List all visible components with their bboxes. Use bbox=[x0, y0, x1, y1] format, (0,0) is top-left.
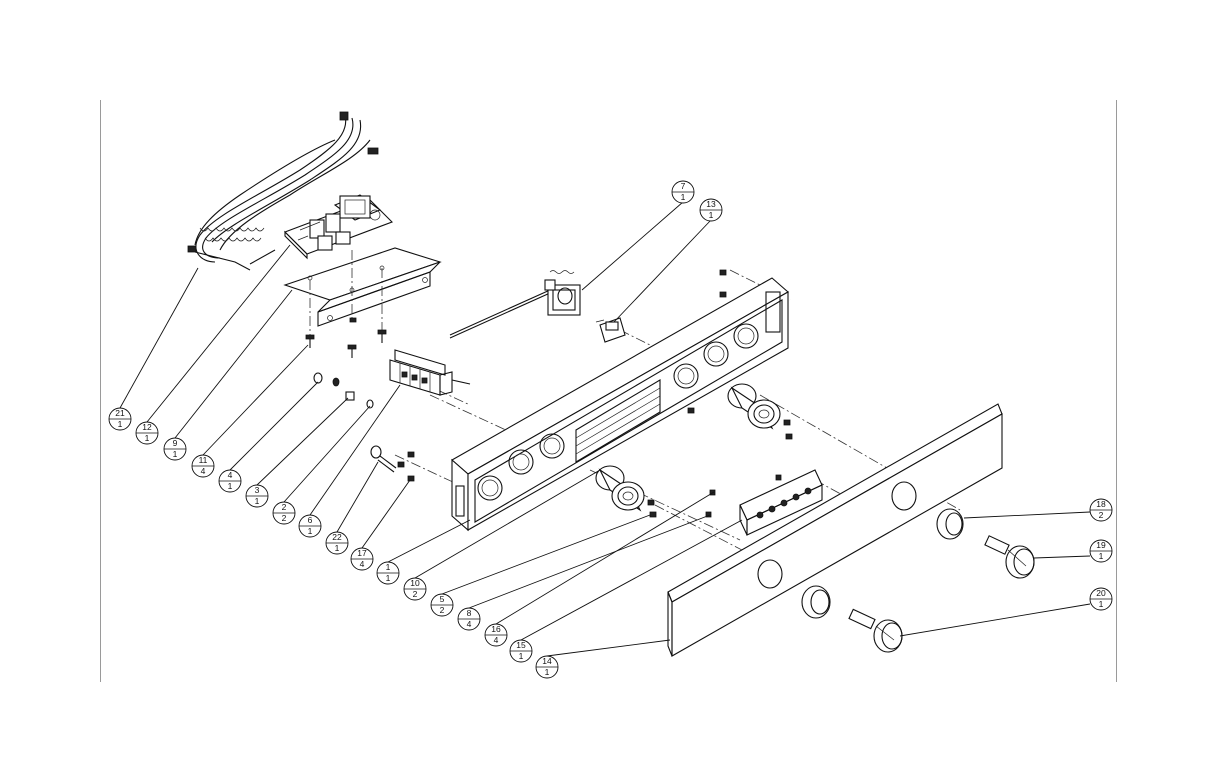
sheet-border-right bbox=[1116, 100, 1117, 682]
balloon-15: 15 1 bbox=[509, 639, 533, 663]
balloon-6: 6 1 bbox=[298, 514, 322, 538]
balloon-12-item: 12 bbox=[142, 422, 152, 432]
balloon-8-qty: 4 bbox=[467, 619, 472, 629]
wire-clip bbox=[370, 445, 397, 473]
balloon-13: 13 1 bbox=[699, 198, 723, 222]
balloon-20-item: 20 bbox=[1096, 588, 1106, 598]
balloon-2: 2 2 bbox=[272, 501, 296, 525]
timer-right bbox=[727, 383, 793, 440]
balloon-5-qty: 2 bbox=[440, 605, 445, 615]
balloon-8-item: 8 bbox=[467, 608, 472, 618]
balloon-19-item: 19 bbox=[1096, 540, 1106, 550]
balloon-3-qty: 1 bbox=[255, 496, 260, 506]
balloon-18: 18 2 bbox=[1089, 498, 1113, 522]
balloon-11-qty: 4 bbox=[201, 466, 206, 476]
control-panel-frame bbox=[451, 277, 789, 532]
balloon-21-item: 21 bbox=[115, 408, 125, 418]
balloon-5-item: 5 bbox=[440, 594, 445, 604]
balloon-10: 10 2 bbox=[403, 577, 427, 601]
leader-lines bbox=[119, 201, 1091, 657]
control-pcb bbox=[284, 194, 393, 260]
panel-screws-17 bbox=[397, 451, 415, 482]
balloon-15-qty: 1 bbox=[519, 651, 524, 661]
thermostat bbox=[449, 270, 581, 339]
balloon-5: 5 2 bbox=[430, 593, 454, 617]
balloon-22-item: 22 bbox=[332, 532, 342, 542]
balloon-11: 11 4 bbox=[191, 454, 215, 478]
balloon-21-qty: 1 bbox=[118, 419, 123, 429]
balloon-9: 9 1 bbox=[163, 437, 187, 461]
small-hardware bbox=[313, 372, 374, 409]
balloon-6-item: 6 bbox=[308, 515, 313, 525]
balloon-18-item: 18 bbox=[1096, 499, 1106, 509]
balloon-4-item: 4 bbox=[228, 470, 233, 480]
balloon-20: 20 1 bbox=[1089, 587, 1113, 611]
sheet-border-left bbox=[100, 100, 101, 682]
bezel-ring-upper bbox=[936, 508, 964, 540]
micro-switch bbox=[595, 317, 626, 343]
bezel-ring-lower bbox=[801, 585, 831, 619]
balloon-2-qty: 2 bbox=[282, 513, 287, 523]
timer-left bbox=[595, 465, 657, 518]
balloon-16: 16 4 bbox=[484, 623, 508, 647]
balloon-6-qty: 1 bbox=[308, 526, 313, 536]
balloon-15-item: 15 bbox=[516, 640, 526, 650]
knob-upper bbox=[984, 535, 1035, 579]
front-panel bbox=[667, 403, 1003, 657]
balloon-14-qty: 1 bbox=[545, 667, 550, 677]
balloon-17-item: 17 bbox=[357, 548, 367, 558]
balloon-7-qty: 1 bbox=[681, 192, 686, 202]
balloon-8: 8 4 bbox=[457, 607, 481, 631]
balloon-7-item: 7 bbox=[681, 181, 686, 191]
balloon-10-item: 10 bbox=[410, 578, 420, 588]
balloon-18-qty: 2 bbox=[1099, 510, 1104, 520]
electronic-board bbox=[705, 469, 823, 536]
balloon-22: 22 1 bbox=[325, 531, 349, 555]
balloon-4: 4 1 bbox=[218, 469, 242, 493]
wire-harness bbox=[187, 111, 379, 271]
balloon-22-qty: 1 bbox=[335, 543, 340, 553]
balloon-21: 21 1 bbox=[108, 407, 132, 431]
balloon-19: 19 1 bbox=[1089, 539, 1113, 563]
balloon-1-qty: 1 bbox=[386, 573, 391, 583]
balloon-17: 17 4 bbox=[350, 547, 374, 571]
balloon-14: 14 1 bbox=[535, 655, 559, 679]
balloon-1-item: 1 bbox=[386, 562, 391, 572]
balloon-2-item: 2 bbox=[282, 502, 287, 512]
knob-lower bbox=[848, 608, 903, 653]
balloon-19-qty: 1 bbox=[1099, 551, 1104, 561]
balloon-12-qty: 1 bbox=[145, 433, 150, 443]
balloon-13-qty: 1 bbox=[709, 210, 714, 220]
balloon-14-item: 14 bbox=[542, 656, 552, 666]
balloon-16-qty: 4 bbox=[494, 635, 499, 645]
balloon-7: 7 1 bbox=[671, 180, 695, 204]
frame-top-screws bbox=[687, 269, 727, 414]
balloon-12: 12 1 bbox=[135, 421, 159, 445]
terminal-block bbox=[389, 349, 471, 396]
balloon-4-qty: 1 bbox=[228, 481, 233, 491]
balloon-9-qty: 1 bbox=[173, 449, 178, 459]
balloon-16-item: 16 bbox=[491, 624, 501, 634]
mounting-bracket bbox=[283, 247, 442, 327]
bracket-screws bbox=[305, 250, 387, 358]
balloon-11-item: 11 bbox=[199, 455, 208, 465]
balloon-1: 1 1 bbox=[376, 561, 400, 585]
balloon-13-item: 13 bbox=[706, 199, 716, 209]
balloon-10-qty: 2 bbox=[413, 589, 418, 599]
balloon-3: 3 1 bbox=[245, 484, 269, 508]
balloon-3-item: 3 bbox=[255, 485, 260, 495]
balloon-17-qty: 4 bbox=[360, 559, 365, 569]
balloon-9-item: 9 bbox=[173, 438, 178, 448]
balloon-20-qty: 1 bbox=[1099, 599, 1104, 609]
